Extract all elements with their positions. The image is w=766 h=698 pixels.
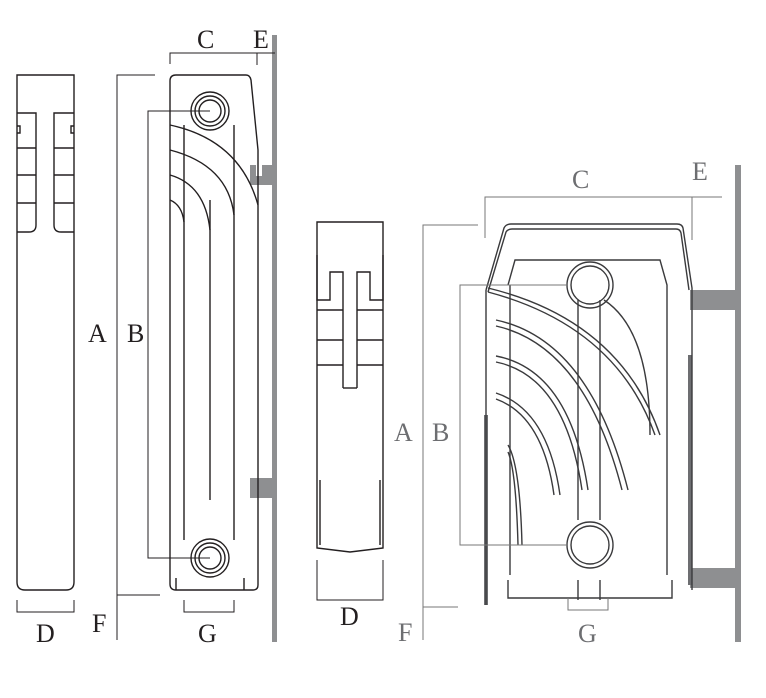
label-f-left: F bbox=[92, 609, 106, 638]
label-b-right: B bbox=[432, 418, 449, 447]
left-side-profile bbox=[16, 74, 75, 613]
right-front-view bbox=[422, 165, 741, 642]
label-g-right: G bbox=[578, 619, 597, 648]
label-d-middle: D bbox=[340, 602, 359, 631]
label-d-left: D bbox=[36, 619, 55, 648]
middle-side-profile bbox=[316, 221, 384, 601]
label-e-left: E bbox=[253, 25, 269, 54]
label-c-right: C bbox=[572, 165, 589, 194]
label-a-left: A bbox=[88, 319, 107, 348]
label-g-left: G bbox=[198, 619, 217, 648]
label-e-right: E bbox=[692, 157, 708, 186]
label-c-left: C bbox=[197, 25, 214, 54]
left-front-view bbox=[116, 35, 277, 642]
label-a-right: A bbox=[394, 418, 413, 447]
label-f-right: F bbox=[398, 618, 412, 647]
label-b-left: B bbox=[127, 319, 144, 348]
